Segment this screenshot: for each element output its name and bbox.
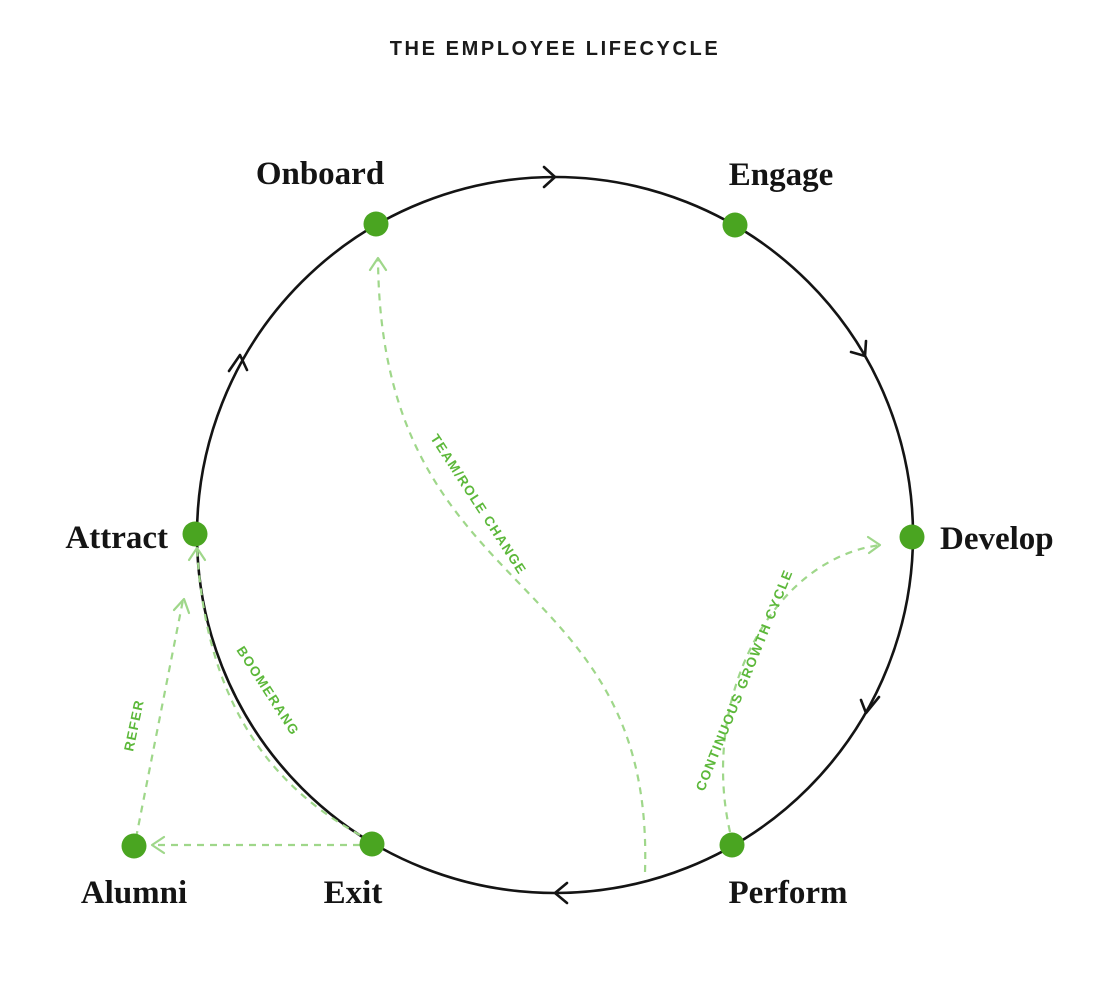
node-exit [359,831,385,857]
stage-label-exit: Exit [324,875,383,911]
stage-label-perform: Perform [728,875,847,911]
continuous-growth-label: CONTINUOUS GROWTH CYCLE [693,567,796,793]
node-attract [182,521,208,547]
arrow-engage-to-develop [849,339,868,358]
exit-to-alumni-arrowhead [150,835,166,855]
team-role-change-path [376,257,647,873]
refer-label: REFER [121,698,147,753]
boomerang-arrowhead [187,546,207,562]
arrow-perform-to-exit [553,881,569,905]
stage-label-onboard: Onboard [256,156,384,192]
refer-arrowhead [172,597,191,615]
node-engage [722,212,748,238]
stage-label-develop: Develop [940,521,1054,557]
node-onboard [363,211,389,237]
arrow-attract-to-onboard [227,353,249,373]
boomerang-path [195,547,361,836]
node-perform [719,832,745,858]
continuous-growth-arrowhead [866,535,882,555]
team-role-change-label: TEAM/ROLE CHANGE [427,431,529,577]
lifecycle-circle [195,175,915,895]
continuous-growth-path [721,543,881,833]
team-role-change-arrowhead [368,256,388,272]
arrow-onboard-to-engage [542,165,557,189]
node-alumni [121,833,147,859]
refer-path [134,599,185,839]
diagram-title: THE EMPLOYEE LIFECYCLE [389,38,721,60]
node-develop [899,524,925,550]
stage-label-alumni: Alumni [81,875,187,911]
arrow-develop-to-perform [859,695,881,715]
stage-label-attract: Attract [65,520,168,556]
stage-label-engage: Engage [729,157,834,193]
